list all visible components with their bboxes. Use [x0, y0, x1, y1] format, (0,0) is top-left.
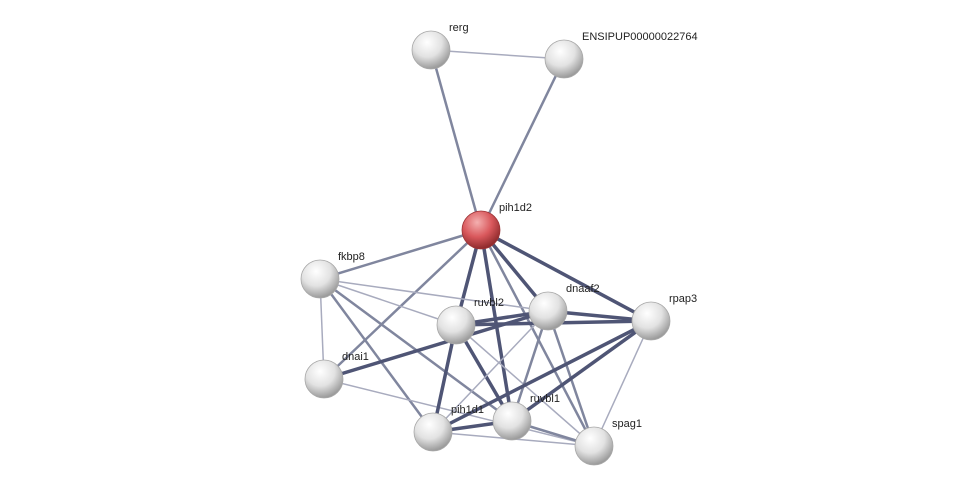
node-label: dnai1 — [342, 351, 369, 363]
node-label: pih1d1 — [451, 404, 484, 416]
node-ensip[interactable]: ENSIPUP00000022764 — [544, 31, 698, 79]
node-label: pih1d2 — [499, 202, 532, 214]
edge-dnai1-spag1[interactable] — [323, 378, 595, 447]
node-ball[interactable] — [574, 426, 614, 466]
node-label: rerg — [449, 22, 469, 34]
edge-rerg-ensip[interactable] — [430, 49, 565, 60]
node-ruvbl1[interactable]: ruvbl1 — [492, 393, 560, 441]
node-label: fkbp8 — [338, 251, 365, 263]
node-pih1d2[interactable]: pih1d2 — [461, 202, 532, 250]
edge-fkbp8-ruvbl2[interactable] — [319, 278, 457, 326]
node-spag1[interactable]: spag1 — [574, 418, 642, 466]
node-ruvbl2[interactable]: ruvbl2 — [436, 297, 504, 345]
node-ball[interactable] — [544, 39, 584, 79]
node-dnaaf2[interactable]: dnaaf2 — [528, 283, 600, 331]
node-rpap3[interactable]: rpap3 — [631, 293, 697, 341]
edge-fkbp8-dnaaf2[interactable] — [319, 278, 549, 312]
node-rerg[interactable]: rerg — [411, 22, 469, 70]
node-dnai1[interactable]: dnai1 — [304, 351, 369, 399]
node-ball[interactable] — [413, 412, 453, 452]
edge-pih1d2-dnai1[interactable] — [323, 229, 482, 380]
node-fkbp8[interactable]: fkbp8 — [300, 251, 365, 299]
node-label: ruvbl2 — [474, 297, 504, 309]
edge-rpap3-pih1d1[interactable] — [432, 319, 652, 434]
node-ball[interactable] — [300, 259, 340, 299]
edge-fkbp8-pih1d1[interactable] — [318, 278, 435, 433]
edge-pih1d2-rpap3[interactable] — [480, 228, 652, 323]
edge-pih1d2-fkbp8[interactable] — [319, 228, 482, 281]
edge-rerg-pih1d2[interactable] — [429, 49, 483, 231]
node-ball[interactable] — [631, 301, 671, 341]
node-label: rpap3 — [669, 293, 697, 305]
node-label: spag1 — [612, 418, 642, 430]
edge-rpap3-spag1[interactable] — [593, 320, 652, 447]
node-ball[interactable] — [436, 305, 476, 345]
node-ball[interactable] — [304, 359, 344, 399]
edge-rpap3-ruvbl1[interactable] — [510, 319, 653, 423]
node-pih1d1[interactable]: pih1d1 — [413, 404, 484, 452]
node-ball[interactable] — [411, 30, 451, 70]
node-label: dnaaf2 — [566, 283, 600, 295]
edge-ensip-pih1d2[interactable] — [479, 58, 566, 231]
node-ball[interactable] — [528, 291, 568, 331]
node-ball[interactable] — [461, 210, 501, 250]
node-label: ruvbl1 — [530, 393, 560, 405]
edge-pih1d2-spag1[interactable] — [479, 229, 596, 447]
edge-dnai1-dnaaf2[interactable] — [323, 309, 549, 381]
node-label: ENSIPUP00000022764 — [582, 31, 698, 43]
node-ball[interactable] — [492, 401, 532, 441]
edge-dnaaf2-pih1d1[interactable] — [432, 310, 549, 433]
